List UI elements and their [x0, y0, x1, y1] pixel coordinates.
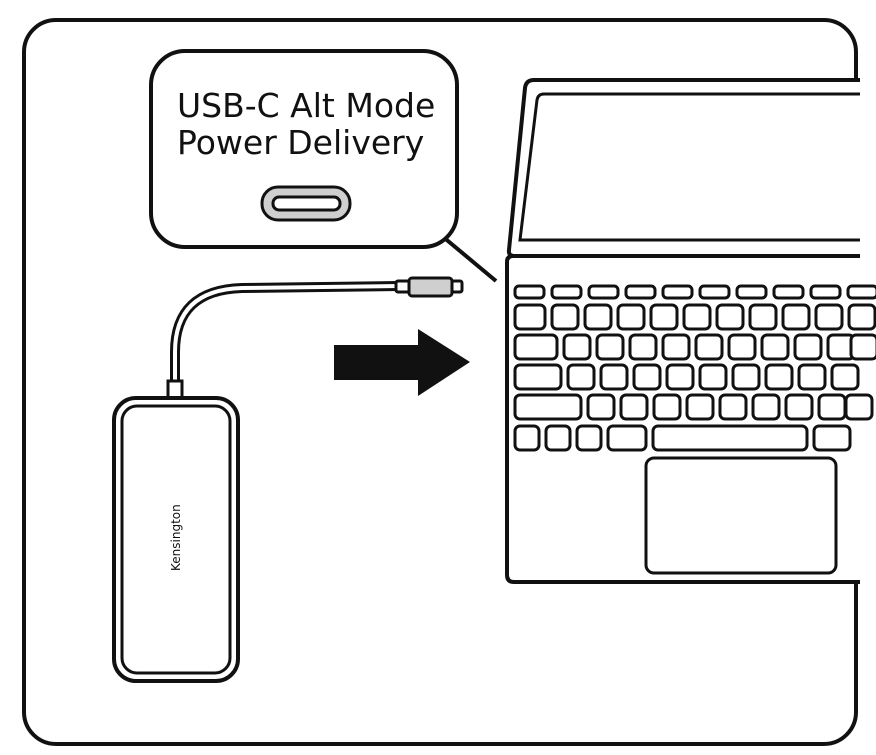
laptop	[505, 78, 876, 584]
usb-hub: Kensington	[112, 396, 240, 683]
keyboard-row-3	[513, 363, 860, 391]
keyboard-bottom-row	[513, 424, 852, 452]
trackpad	[644, 456, 838, 575]
keyboard-row-1	[513, 303, 876, 331]
callout-bubble: USB-C Alt Mode Power Delivery	[149, 49, 459, 249]
usb-c-port-icon	[260, 185, 352, 222]
space-bar	[651, 424, 809, 452]
callout-line-2: Power Delivery	[177, 123, 424, 162]
callout-pointer-line	[440, 234, 498, 283]
keyboard-row-4	[513, 393, 874, 421]
usb-c-plug-icon	[407, 276, 464, 298]
laptop-screen	[518, 92, 860, 242]
hub-brand-label: Kensington	[169, 504, 183, 571]
callout-line-1: USB-C Alt Mode	[177, 86, 435, 125]
keyboard-row-2	[513, 333, 876, 361]
keyboard-function-row	[513, 284, 876, 300]
usb-c-cable	[166, 276, 464, 402]
keyboard	[513, 284, 876, 452]
arrow-right-icon	[334, 329, 470, 396]
